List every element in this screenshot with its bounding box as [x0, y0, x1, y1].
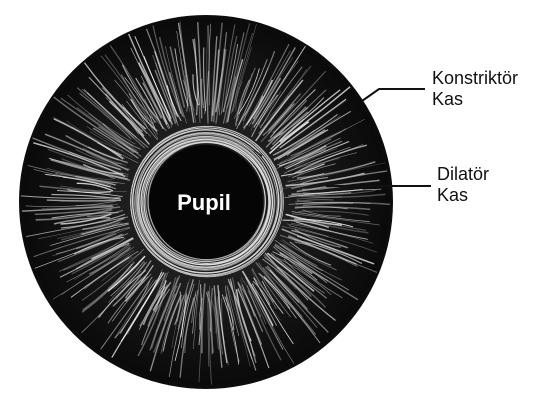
- constrictor-label-line-2: Kas: [432, 89, 518, 110]
- dilator-label-line-2: Kas: [437, 185, 489, 206]
- constrictor-label-line-1: Konstriktör: [432, 68, 518, 89]
- dilator-muscle-label: Dilatör Kas: [437, 164, 489, 206]
- dilator-label-line-1: Dilatör: [437, 164, 489, 185]
- constrictor-muscle-label: Konstriktör Kas: [432, 68, 518, 110]
- pupil-label: Pupil: [177, 190, 231, 215]
- constrictor-leader-line: [362, 89, 425, 101]
